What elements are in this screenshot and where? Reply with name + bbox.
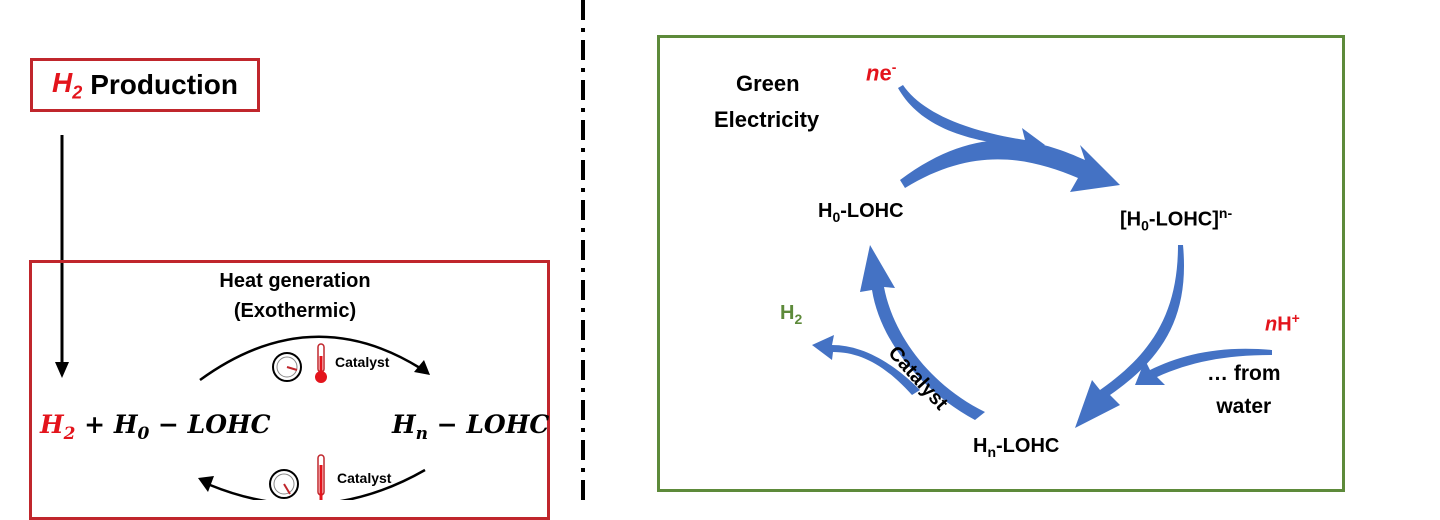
left-diagram-canvas bbox=[55, 135, 430, 500]
down-arrow-head bbox=[55, 362, 69, 378]
proton-label: nH+ bbox=[1265, 310, 1300, 336]
heat-line-1: Heat generation bbox=[219, 270, 371, 292]
dash-dot-divider bbox=[581, 0, 585, 500]
h0-lohc-anion-label: [H0-LOHC]n- bbox=[1120, 205, 1233, 234]
electron-feed-arrow bbox=[898, 85, 1045, 157]
from-water-label: … from water bbox=[1207, 362, 1281, 418]
thermometer-icon bbox=[317, 454, 325, 500]
electron-label: ne- bbox=[866, 59, 897, 86]
hn-lohc-label: Hn-LOHC bbox=[973, 435, 1060, 460]
electrochemical-cycle-box bbox=[657, 35, 1345, 492]
dehydrogenation-arrow bbox=[860, 245, 985, 420]
pressure-gauge-icon bbox=[269, 469, 299, 499]
h2-release-arrow bbox=[812, 335, 920, 395]
h2-production-title-box: H2 Production bbox=[30, 58, 260, 112]
protonation-arrow bbox=[1075, 245, 1185, 428]
cycle-arrows-canvas bbox=[812, 85, 1272, 428]
equation-right-side: Hn − LOHC bbox=[392, 410, 550, 444]
top-curved-arrow-head bbox=[414, 360, 430, 375]
reduction-arrow bbox=[900, 140, 1120, 192]
heat-line-2: (Exothermic) bbox=[233, 300, 357, 322]
top-curved-arrow bbox=[199, 335, 421, 382]
pressure-gauge-icon bbox=[272, 352, 302, 382]
h0-lohc-label: H0-LOHC bbox=[818, 200, 904, 225]
thermometer-icon bbox=[315, 343, 327, 383]
bottom-curved-arrow bbox=[209, 468, 426, 500]
bottom-curved-arrow-head bbox=[198, 476, 214, 492]
green-electricity-label: Green Electricity bbox=[714, 71, 820, 132]
title-production-text: Production bbox=[90, 69, 238, 100]
title-h2-symbol: H2 bbox=[51, 66, 83, 103]
catalyst-label-top: Catalyst bbox=[335, 354, 390, 370]
proton-feed-arrow bbox=[1135, 348, 1272, 385]
equation-left-side: H2 + H0 − LOHC bbox=[40, 410, 271, 444]
heat-generation-label: Heat generation (Exothermic) bbox=[190, 266, 400, 326]
catalyst-label-bottom: Catalyst bbox=[337, 470, 392, 486]
h2-product-label: H2 bbox=[780, 302, 803, 327]
